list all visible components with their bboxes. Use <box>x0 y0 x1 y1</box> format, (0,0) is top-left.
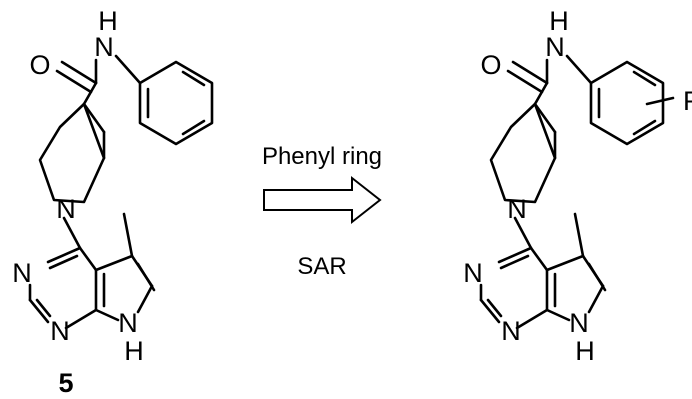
r-substituent-label: R <box>683 86 692 116</box>
right-amide-nitrogen-atom: N <box>545 32 565 62</box>
left-amide-hydrogen-atom: H <box>98 6 118 36</box>
right-pyrrole-nitrogen-atom: N <box>569 308 589 338</box>
left-bonds <box>28 54 214 330</box>
compound-number: 5 <box>58 368 73 398</box>
left-atom-labels: O N H N N N N H <box>12 6 144 366</box>
right-oxygen-atom: O <box>480 50 501 80</box>
right-molecule: O N H N N N N H R <box>463 6 692 366</box>
left-oxygen-atom: O <box>29 50 50 80</box>
left-pyrimidine-nitrogen-2-atom: N <box>50 316 70 346</box>
left-pyrimidine-nitrogen-1-atom: N <box>12 258 32 288</box>
right-pyrimidine-nitrogen-2-atom: N <box>501 316 521 346</box>
right-piperidine-nitrogen-atom: N <box>507 194 527 224</box>
left-pyrrole-hydrogen-atom: H <box>124 336 144 366</box>
right-bonds <box>479 54 675 330</box>
right-pyrrole-hydrogen-atom: H <box>575 336 595 366</box>
left-piperidine-nitrogen-atom: N <box>56 194 76 224</box>
right-amide-hydrogen-atom: H <box>549 6 569 36</box>
right-atom-labels: O N H N N N N H R <box>463 6 692 366</box>
left-amide-nitrogen-atom: N <box>94 32 114 62</box>
open-arrow <box>263 175 382 225</box>
right-pyrimidine-nitrogen-1-atom: N <box>463 258 483 288</box>
reaction-arrow-group: Phenyl ring SAR <box>262 143 382 280</box>
left-pyrrole-nitrogen-atom: N <box>118 308 138 338</box>
left-molecule: O N H N N N N H 5 <box>12 6 214 398</box>
arrow-label-bottom: SAR <box>297 253 346 280</box>
arrow-label-top: Phenyl ring <box>262 143 382 170</box>
